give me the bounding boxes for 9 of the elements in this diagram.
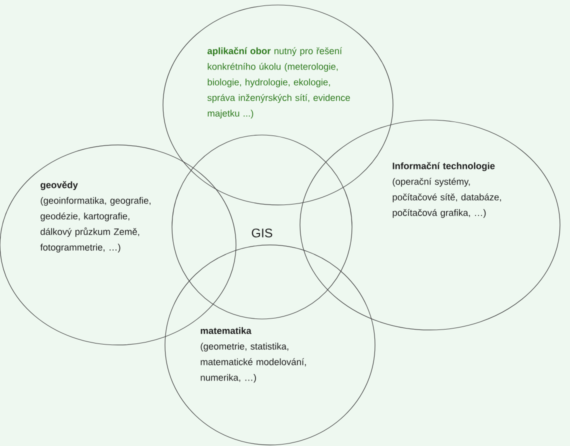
circle bbox=[300, 120, 560, 330]
circle bbox=[164, 244, 376, 446]
label: geovědy (geoinformatika, geografie, geodézie, kartografie, dálkový průzkum Země, fotogrammetrie, …) bbox=[40, 181, 150, 252]
label: matematika (geometrie, statistika, matematické modelování, numerika, …) bbox=[200, 327, 306, 383]
circle bbox=[162, 4, 394, 206]
circle bbox=[172, 134, 352, 320]
label: aplikační obor nutný pro řešení konkrétního úkolu (meterologie, biologie, hydrologie, ekologie, správa inženýrských sítí, evidence majetku ...) bbox=[207, 47, 350, 118]
label: Informační technologie (operační systémy, počítačové sítě, databáze, počítačová grafika, …) bbox=[392, 162, 501, 218]
label: GIS bbox=[252, 228, 272, 238]
